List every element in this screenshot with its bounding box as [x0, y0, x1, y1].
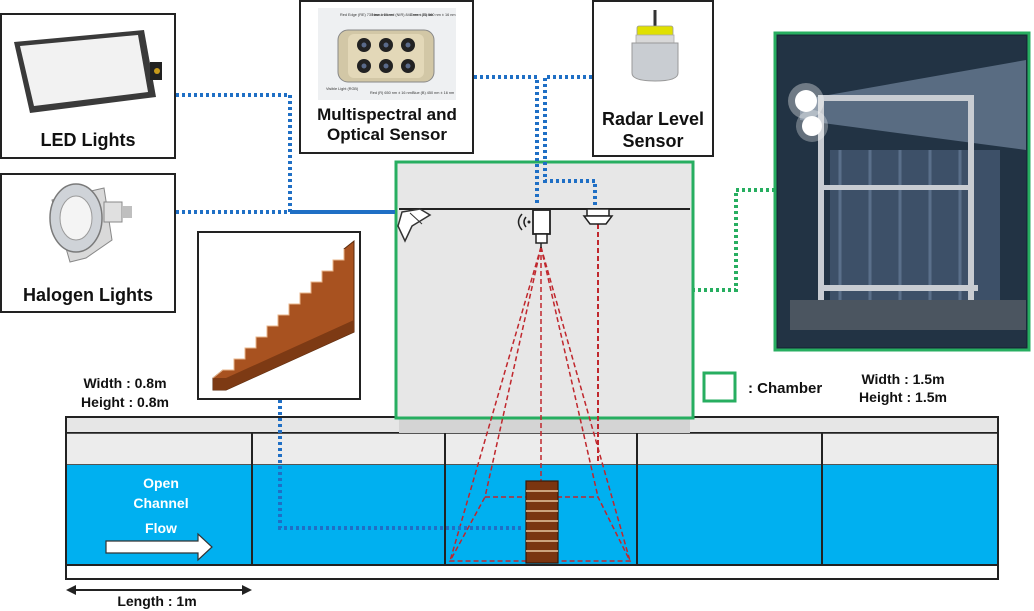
flow-arrow-icon [105, 532, 213, 562]
led-card-title: LED Lights [40, 130, 136, 150]
led-connector [176, 93, 395, 214]
length-arrow-icon [66, 585, 252, 595]
step-height-label: Height : 0.8m [81, 394, 169, 410]
photo-label: Near-infrared (NIR) 840 nm ± 26 nm [372, 13, 433, 17]
halogen-card-title: Halogen Lights [23, 285, 153, 305]
photo-label: Red Edge (RE) 730 nm ± 16 nm [340, 13, 394, 17]
multispectral-sensor-icon [517, 209, 551, 248]
length-label: Length : 1m [117, 593, 197, 609]
channel-label-line1: Open [143, 475, 179, 491]
halogen-lamp-icon [397, 208, 432, 243]
photo-label: Visible Light (RGB) [326, 87, 359, 91]
connectors [176, 75, 775, 530]
chamber-width-label: Width : 1.5m [861, 371, 945, 387]
channel-wall [65, 432, 999, 466]
photo-label: Red (R) 650 nm ± 16 nm [370, 91, 412, 95]
multispectral-camera-icon: Red Edge (RE) 730 nm ± 16 nm Near-infrar… [318, 8, 456, 100]
photo-label: Blue (B) 450 nm ± 16 nm [412, 91, 454, 95]
step-model-in-channel [525, 480, 559, 564]
chamber-photo [773, 31, 1031, 352]
chamber-height-label: Height : 1.5m [859, 389, 947, 405]
chamber [394, 160, 695, 420]
flow-label: Flow [145, 520, 177, 536]
radar-card-title: Radar Level Sensor [601, 109, 705, 151]
chamber-base [399, 417, 690, 433]
multispectral-card-title: Multispectral and Optical Sensor [317, 105, 457, 145]
step-connector [278, 400, 523, 530]
staircase-icon [212, 239, 355, 391]
photo-label: Green (G) 560 nm ± 16 nm [410, 13, 456, 17]
multispectral-connector [474, 75, 539, 205]
chamber-legend-swatch [702, 371, 737, 403]
channel-bottom-rail [65, 564, 999, 580]
chamber-photo-connector [692, 188, 775, 292]
radar-sensor-icon [582, 208, 614, 225]
led-floodlight-icon [14, 30, 162, 113]
sensor-beams [448, 224, 632, 562]
radar-level-sensor-icon [631, 10, 679, 82]
radar-connector [543, 75, 597, 205]
halogen-bulb-icon [49, 183, 132, 263]
step-width-label: Width : 0.8m [83, 375, 167, 391]
channel-label-line2: Channel [133, 495, 189, 511]
chamber-legend-label: : Chamber [748, 380, 823, 397]
